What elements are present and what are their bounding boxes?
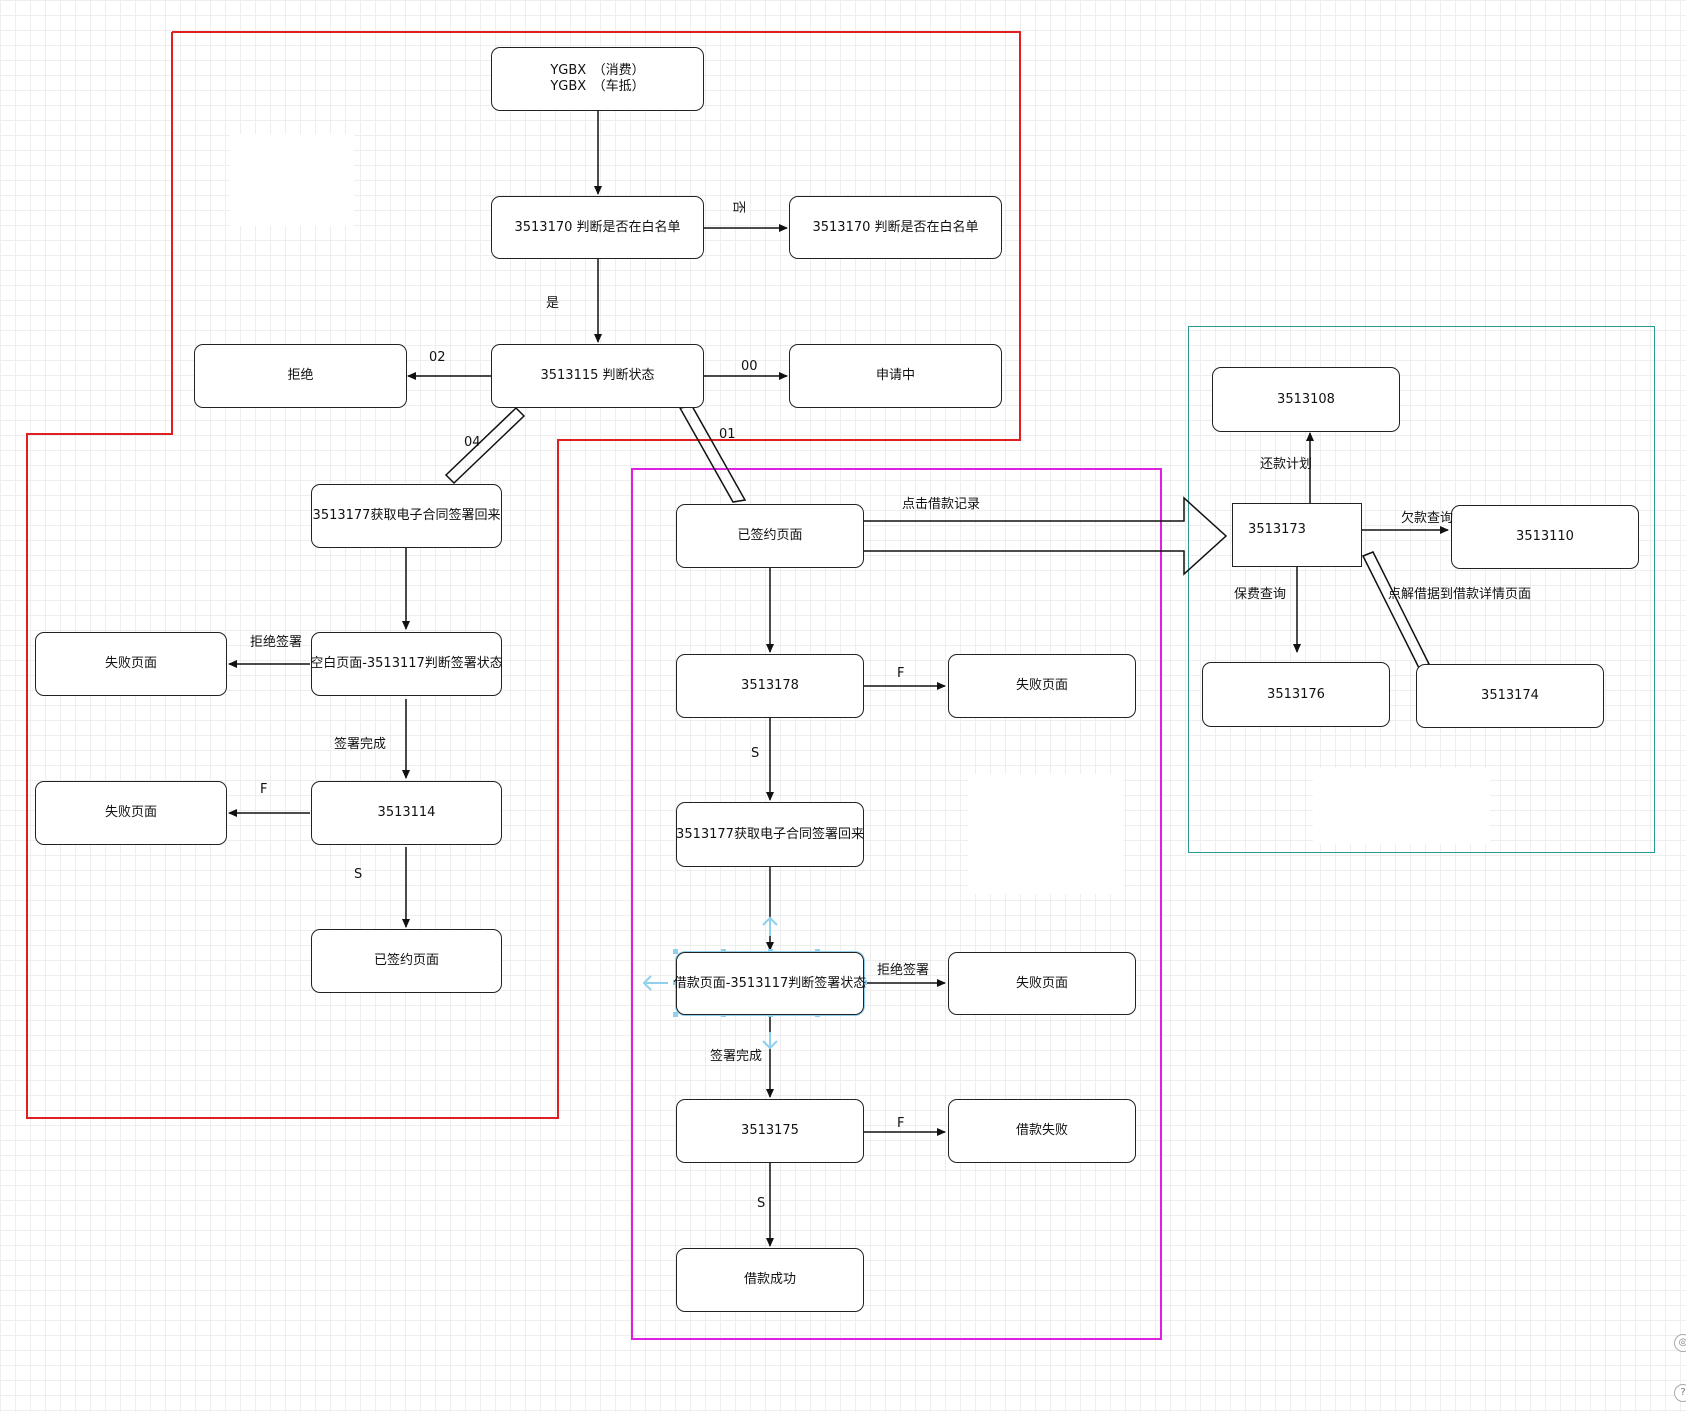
edge-label-repay-plan: 还款计划 [1260, 457, 1313, 472]
edge-label-sign-done-a: 签署完成 [334, 737, 387, 752]
edge-label-f-a: F [260, 782, 268, 797]
node-3513108[interactable]: 3513108 [1212, 367, 1400, 432]
node-3513173[interactable]: 3513173 [1232, 503, 1362, 567]
edge-label-f-b1: F [897, 666, 905, 681]
edge-label-no: 否 [730, 200, 746, 214]
applying-node[interactable]: 申请中 [789, 344, 1002, 408]
ygbx-line-1: YGBX （消费） [550, 63, 645, 78]
zoom-fit-icon[interactable]: ◎ [1674, 1334, 1686, 1352]
whitelist-no-node[interactable]: 3513170 判断是否在白名单 [789, 196, 1002, 259]
blank-patch [1313, 768, 1490, 844]
ygbx-start-node[interactable]: YGBX （消费） YGBX （车抵） [491, 47, 704, 111]
node-3513110[interactable]: 3513110 [1451, 505, 1639, 569]
help-icon[interactable]: ? [1674, 1384, 1686, 1402]
edge-label-f-b2: F [897, 1116, 905, 1131]
blank-patch [230, 134, 354, 226]
fail-page-node-a1[interactable]: 失败页面 [35, 632, 227, 696]
loan-fail-node[interactable]: 借款失败 [948, 1099, 1136, 1163]
edge-label-s-b2: S [757, 1196, 766, 1211]
node-3513174[interactable]: 3513174 [1416, 664, 1604, 728]
edge-label-02: 02 [429, 350, 446, 365]
edge-label-reject-sign-a: 拒绝签署 [250, 635, 303, 650]
signed-page-node-b[interactable]: 已签约页面 [676, 504, 864, 568]
edge-label-arrears-query: 欠款查询 [1401, 511, 1454, 526]
ygbx-line-2: YGBX （车抵） [550, 79, 645, 94]
edge-label-s-b1: S [751, 746, 760, 761]
edge-label-00: 00 [741, 359, 758, 374]
edge-label-04: 04 [464, 435, 481, 450]
get-contract-node-a[interactable]: 3513177获取电子合同签署回来 [311, 484, 502, 548]
edge-label-yes: 是 [546, 296, 560, 311]
fail-page-node-b2[interactable]: 失败页面 [948, 952, 1136, 1015]
node-3513175[interactable]: 3513175 [676, 1099, 864, 1163]
blank-patch [968, 774, 1123, 894]
edge-label-loan-detail: 点解借据到借款详情页面 [1388, 587, 1532, 602]
blank-page-sign-status-node[interactable]: 空白页面-3513117判断签署状态 [310, 632, 503, 696]
check-whitelist-node[interactable]: 3513170 判断是否在白名单 [491, 196, 704, 259]
judge-status-node[interactable]: 3513115 判断状态 [491, 344, 704, 408]
node-3513114[interactable]: 3513114 [311, 781, 502, 845]
edge-label-reject-sign-b: 拒绝签署 [877, 963, 930, 978]
edge-label-sign-done-b: 签署完成 [710, 1049, 763, 1064]
node-3513173-label: 3513173 [1248, 522, 1306, 537]
node-3513178[interactable]: 3513178 [676, 654, 864, 718]
reject-node[interactable]: 拒绝 [194, 344, 407, 408]
signed-page-node-a[interactable]: 已签约页面 [311, 929, 502, 993]
loan-page-sign-status-node[interactable]: 借款页面-3513117判断签署状态 [674, 952, 866, 1015]
get-contract-node-b[interactable]: 3513177获取电子合同签署回来 [676, 802, 864, 867]
edge-label-click-loan-record: 点击借款记录 [902, 497, 981, 512]
edge-label-01: 01 [719, 427, 736, 442]
fail-page-node-a2[interactable]: 失败页面 [35, 781, 227, 845]
edge-label-s-a: S [354, 867, 363, 882]
loan-success-node[interactable]: 借款成功 [676, 1248, 864, 1312]
edge-label-premium-query: 保费查询 [1234, 587, 1287, 602]
node-3513176[interactable]: 3513176 [1202, 662, 1390, 727]
fail-page-node-b1[interactable]: 失败页面 [948, 654, 1136, 718]
